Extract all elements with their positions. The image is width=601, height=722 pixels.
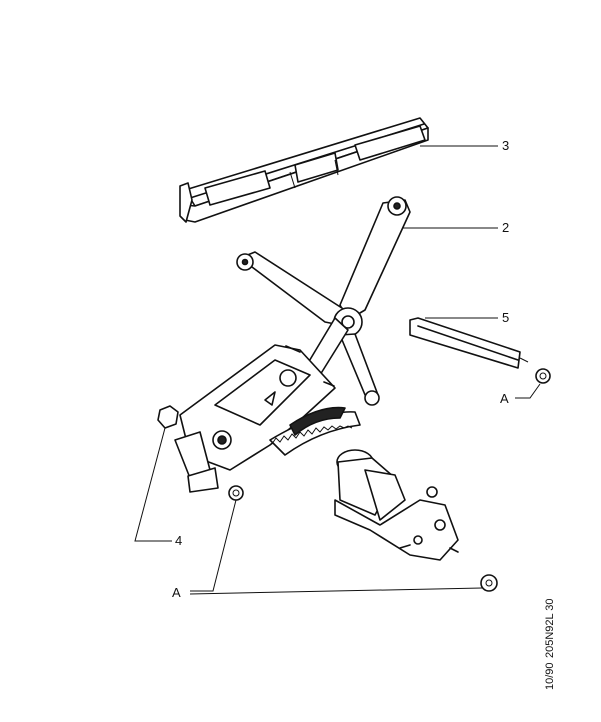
callout-a-right: A — [500, 391, 509, 406]
regulator-base-plate — [174, 344, 336, 493]
nut-a-left — [228, 485, 244, 501]
callout-5: 5 — [502, 310, 509, 325]
callout-2: 2 — [502, 220, 509, 235]
guide-rod — [409, 317, 529, 369]
callout-3: 3 — [502, 138, 509, 153]
regulator-motor — [334, 449, 459, 561]
callout-a-bottom: A — [172, 585, 181, 600]
window-channel-rail — [179, 117, 429, 223]
sector-gear — [269, 406, 361, 456]
side-ref-code: 205N92L 30 — [544, 598, 556, 658]
callout-4: 4 — [175, 533, 182, 548]
leader-lines — [134, 145, 541, 595]
nut-a-right — [535, 368, 551, 384]
side-date-code: 10/90 — [544, 662, 556, 690]
nut-a-bottom — [480, 574, 498, 592]
scissor-arm-assembly — [236, 196, 411, 406]
nut-4 — [157, 405, 179, 429]
